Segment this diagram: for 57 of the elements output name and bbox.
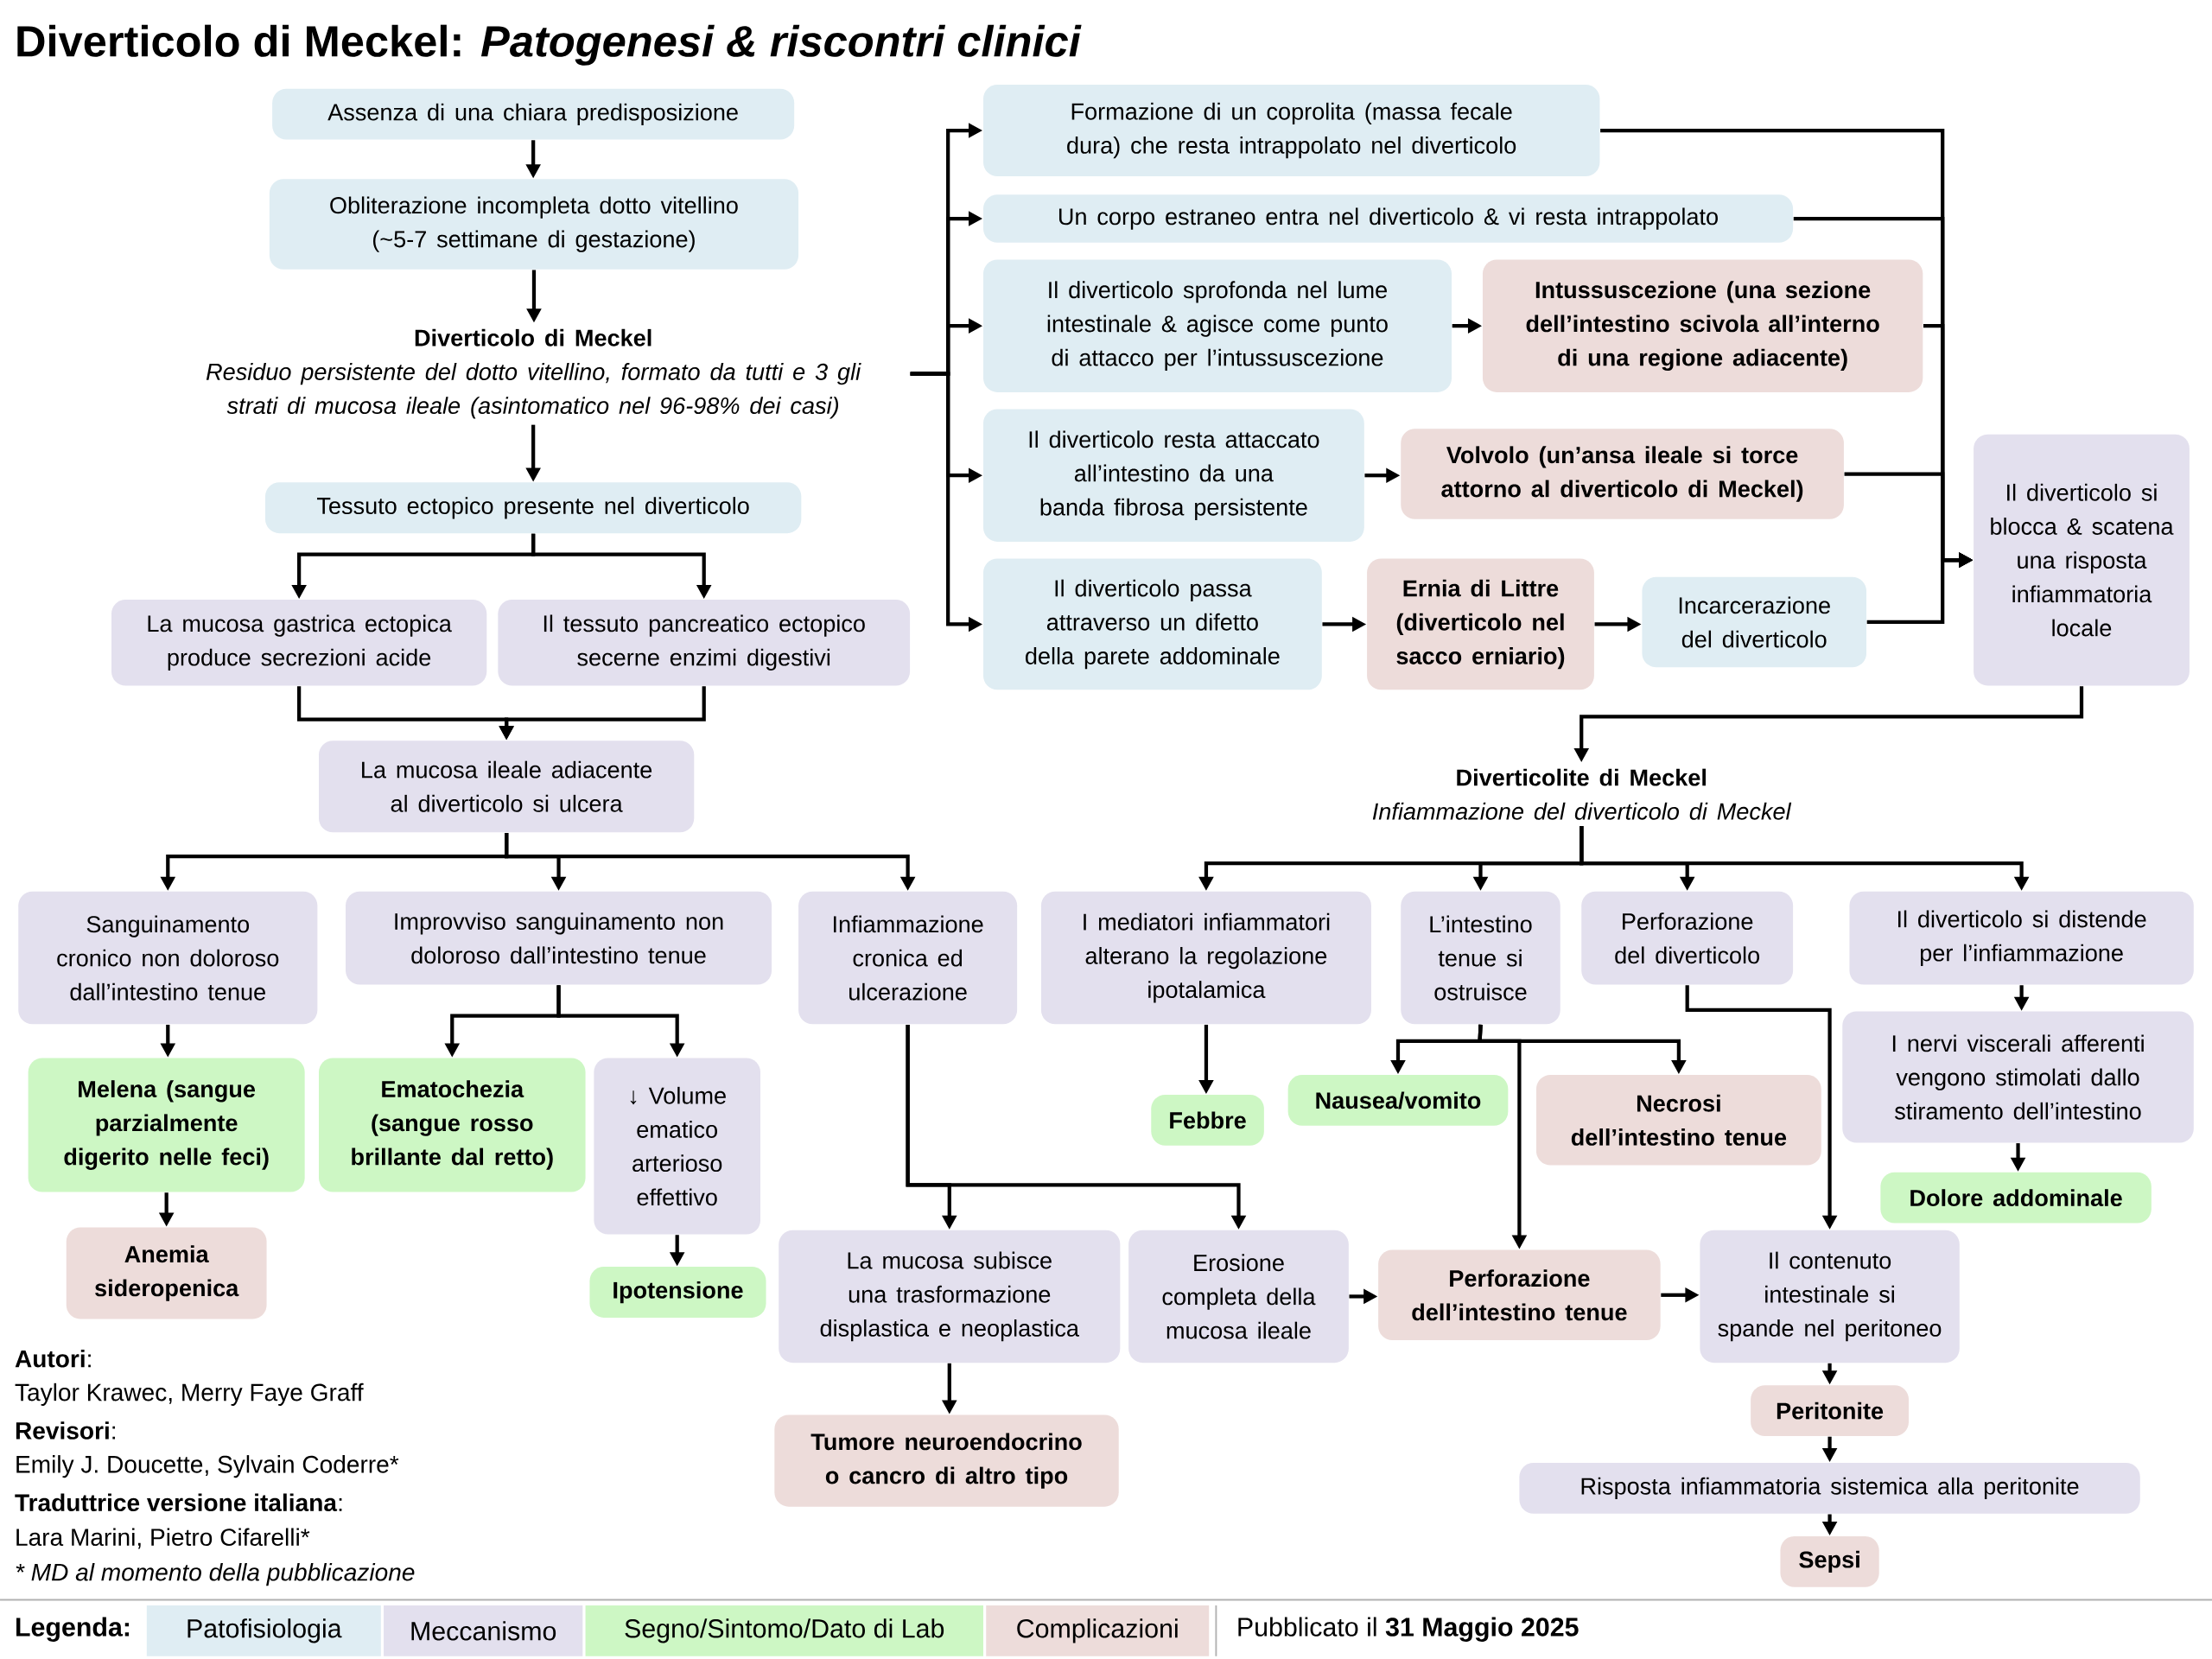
rounded-box: Perforazione dell’intestino tenue — [1378, 1249, 1661, 1340]
rounded-box: L’intestino tenue si ostruisce — [1401, 891, 1560, 1025]
heading-text: Diverticolo di Meckel Residuo persistente del dotto vitellino, formato da tutti e 3 gli strati di mucosa ileale (asintomatico nel 96-98% dei casi) — [206, 328, 861, 419]
credit-text: Taylor Krawec, Merry Faye Graff — [15, 1382, 364, 1406]
rounded-box: Anemia sideropenica — [66, 1227, 267, 1319]
credit-text: Traduttrice versione italiana: — [15, 1493, 342, 1512]
rounded-box: Dolore addominale — [1880, 1172, 2152, 1224]
rounded-box: Tumore neuroendocrino o cancro di altro tipo — [774, 1414, 1119, 1507]
rounded-box: I nervi viscerali afferenti vengono stimolati dallo stiramento dell’intestino — [1842, 1011, 2194, 1143]
rounded-box: Intussuscezione (una sezione dell’intestino scivola all’interno di una regione adiacente) — [1482, 259, 1923, 392]
rounded-box: Sanguinamento cronico non doloroso dall’intestino tenue — [18, 891, 318, 1025]
rounded-box: ↓ Volume ematico arterioso effettivo — [594, 1058, 760, 1235]
publication-note: Pubblicato il 31 Maggio 2025 — [1238, 1617, 1579, 1642]
rounded-box: La mucosa subisce una trasformazione displastica e neoplastica — [779, 1230, 1121, 1363]
title: Diverticolo di Meckel: Patogenesi & riscontri clinici — [17, 24, 1082, 66]
rounded-box: Il contenuto intestinale si spande nel peritoneo — [1700, 1230, 1960, 1363]
rounded-box: Incarcerazione del diverticolo — [1642, 576, 1867, 668]
rounded-box: Necrosi dell’intestino tenue — [1536, 1075, 1821, 1166]
rounded-box: Un corpo estraneo entra nel diverticolo & vi resta intrappolato — [983, 194, 1794, 243]
rounded-box: Formazione di un coprolita (massa fecale dura) che resta intrappolato nel diverticolo — [983, 84, 1600, 177]
legend-label: Segno/Sintomo/Dato di Lab — [625, 1618, 944, 1643]
rounded-box: I mediatori infiammatori alterano la regolazione ipotalamica — [1040, 891, 1371, 1025]
credit-text: * MD al momento della pubblicazione — [16, 1563, 415, 1586]
legend-label: Meccanismo — [411, 1621, 556, 1641]
rounded-box: Obliterazione incompleta dotto vitellino (~5-7 settimane di gestazione) — [269, 179, 799, 270]
credit-text: Revisori: — [16, 1421, 116, 1440]
rounded-box: Erosione completa della mucosa ileale — [1128, 1230, 1349, 1363]
rounded-box: Volvolo (un’ansa ileale si torce attorno al diverticolo di Meckel) — [1401, 429, 1844, 519]
rounded-box: Ipotensione — [589, 1267, 766, 1318]
rounded-box: Febbre — [1151, 1094, 1264, 1146]
rounded-box: Assenza di una chiara predisposizione — [272, 88, 795, 140]
rounded-box: La mucosa ileale adiacente al diverticolo si ulcera — [319, 741, 695, 833]
rounded-box: Sepsi — [1780, 1535, 1879, 1587]
rounded-box: Il diverticolo passa attraverso un difetto della parete addominale — [983, 558, 1322, 690]
credit-text: Autori: — [15, 1349, 91, 1368]
rounded-box: Risposta infiammatoria sistemica alla peritonite — [1519, 1463, 2140, 1514]
rounded-box: Infiammazione cronica ed ulcerazione — [798, 891, 1018, 1025]
rounded-box: Improvviso sanguinamento non doloroso dall’intestino tenue — [346, 891, 772, 985]
rounded-box: Nausea/vomito — [1287, 1075, 1509, 1126]
rounded-box: Il diverticolo si blocca & scatena una risposta infiammatoria locale — [1974, 434, 2190, 686]
rounded-box: Il tessuto pancreatico ectopico secerne enzimi digestivi — [498, 599, 911, 686]
credit-text: Lara Marini, Pietro Cifarelli* — [16, 1528, 310, 1549]
heading-text: Diverticolite di Meckel Infiammazione del diverticolo di Meckel — [1372, 768, 1792, 820]
legend-label: Patofisiologia — [188, 1618, 342, 1643]
rounded-box: Ernia di Littre (diverticolo nel sacco erniario) — [1367, 558, 1594, 690]
rounded-box: Il diverticolo sprofonda nel lume intestinale & agisce come punto di attacco per l’intussuscezione — [983, 259, 1452, 392]
rounded-box: Peritonite — [1751, 1385, 1909, 1437]
legend-heading: Legenda: — [16, 1617, 130, 1642]
rounded-box: Il diverticolo si distende per l’infiammazione — [1849, 891, 2194, 985]
rounded-box: Perforazione del diverticolo — [1581, 891, 1794, 985]
rounded-box: La mucosa gastrica ectopica produce secrezioni acide — [111, 599, 487, 686]
rounded-box: Il diverticolo resta attaccato all’intestino da una banda fibrosa persistente — [983, 409, 1364, 542]
legend-label: Complicazioni — [1017, 1618, 1178, 1643]
credit-text: Emily J. Doucette, Sylvain Coderre* — [16, 1455, 399, 1478]
rounded-box: Ematochezia (sangue rosso brillante dal retto) — [319, 1058, 586, 1192]
rounded-box: Melena (sangue parzialmente digerito nelle feci) — [28, 1058, 305, 1192]
rounded-box: Tessuto ectopico presente nel diverticolo — [264, 482, 802, 534]
